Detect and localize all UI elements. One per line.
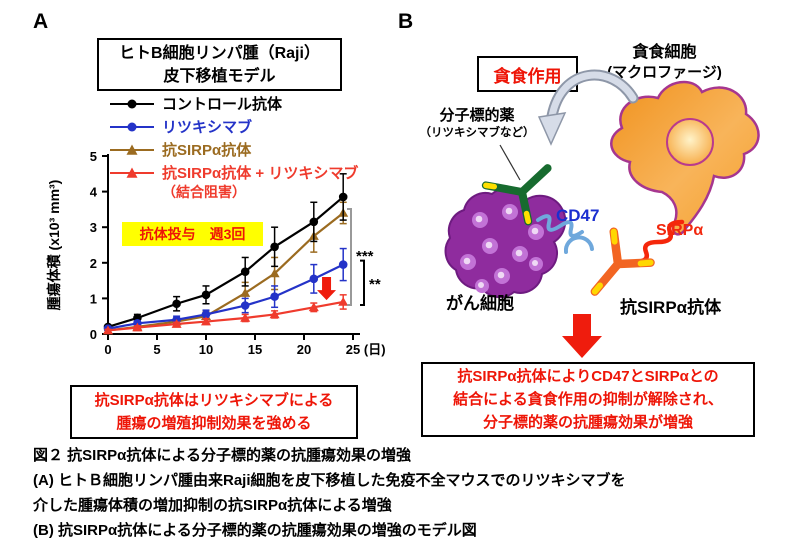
sirpa-label: SIRPα [656, 222, 704, 239]
macrophage-icon [610, 80, 760, 236]
outcome-line3: 分子標的薬の抗腫瘍効果が増強 [482, 414, 693, 431]
cd47-label: CD47 [556, 206, 600, 225]
targeted-drug-label: 分子標的薬 （リツキシマブなど） [412, 106, 542, 141]
panel-a-title-box: ヒトB細胞リンパ腫（Raji） 皮下移植モデル [97, 38, 342, 91]
svg-text:1: 1 [90, 291, 97, 306]
legend-symbol-icon [110, 167, 154, 178]
panel-a-title-line2: 皮下移植モデル [163, 67, 276, 85]
panel-b-label: B [398, 10, 414, 33]
svg-text:10: 10 [199, 342, 213, 357]
mechanism-diagram [444, 69, 760, 358]
cancer-cell-label: がん細胞 [446, 294, 514, 313]
anti-sirpa-antibody-label: 抗SIRPα抗体 [620, 298, 722, 317]
caption-line-3: 介した腫瘍体積の増加抑制の抗SIRPα抗体による増強 [33, 497, 392, 514]
legend-label: コントロール抗体 [162, 96, 283, 113]
panel-a-conclusion-box: 抗SIRPα抗体はリツキシマブによる 腫瘍の増殖抑制効果を強める [70, 385, 358, 439]
legend-symbol-icon [110, 122, 154, 131]
outcome-line1: 抗SIRPα抗体によりCD47とSIRPαとの [457, 368, 719, 385]
panel-a-title-line1: ヒトB細胞リンパ腫（Raji） [119, 44, 320, 62]
legend-item-control: コントロール抗体 [110, 92, 358, 115]
cd47-icon [536, 214, 594, 254]
svg-text:0: 0 [104, 342, 111, 357]
svg-text:20: 20 [297, 342, 311, 357]
legend-item-combo: 抗SIRPα抗体 + リツキシマブ [110, 161, 358, 184]
macrophage-label-line1: 貪食細胞 [632, 44, 697, 61]
caption-line-1: 図２ 抗SIRPα抗体による分子標的薬の抗腫瘍効果の増強 [33, 447, 411, 464]
legend-item-anti-sirpa: 抗SIRPα抗体 [110, 138, 358, 161]
targeted-drug-name: 分子標的薬 [439, 107, 515, 124]
chart-decrease-arrow-icon [317, 277, 337, 301]
svg-text:5: 5 [153, 342, 160, 357]
conclusion-line1: 抗SIRPα抗体はリツキシマブによる [94, 392, 334, 409]
svg-text:25: 25 [346, 342, 360, 357]
caption-line-2: (A) ヒトＢ細胞リンパ腫由来Raji細胞を皮下移植した免疫不全マウスでのリツキ… [33, 472, 626, 489]
svg-text:0: 0 [90, 327, 97, 342]
macrophage-label: 貪食細胞 (マクロファージ) [597, 42, 732, 83]
svg-text:3: 3 [90, 220, 97, 235]
svg-text:2: 2 [90, 256, 97, 271]
cancer-cells-icon [444, 187, 567, 299]
drug-antibody-icon [481, 164, 552, 226]
pointer-line [499, 144, 521, 181]
legend-item-rituximab: リツキシマブ [110, 115, 358, 138]
legend-label: 抗SIRPα抗体 [162, 142, 252, 159]
conclusion-line2: 腫瘍の増殖抑制効果を強める [116, 415, 312, 432]
legend-sublabel: （結合阻害） [162, 184, 246, 200]
outcome-line2: 結合による貪食作用の抑制が解除され、 [453, 391, 723, 408]
macrophage-label-line2: (マクロファージ) [607, 64, 722, 81]
panel-b-outcome-box: 抗SIRPα抗体によりCD47とSIRPαとの 結合による貪食作用の抑制が解除さ… [421, 362, 755, 437]
svg-text:15: 15 [248, 342, 262, 357]
svg-text:(日): (日) [364, 342, 386, 357]
dose-note-highlight: 抗体投与 週3回 [122, 222, 263, 246]
anti-sirpa-antibody-icon [590, 227, 655, 296]
sirpa-icon [625, 219, 685, 267]
caption-line-4: (B) 抗SIRPα抗体による分子標的薬の抗腫瘍効果の増強のモデル図 [33, 522, 477, 539]
panel-a-label: A [33, 10, 49, 33]
enhancement-arrow-icon [562, 314, 602, 358]
svg-text:5: 5 [90, 149, 97, 164]
legend-label: リツキシマブ [162, 119, 253, 136]
legend-symbol-icon [110, 99, 154, 108]
chart-legend: コントロール抗体 リツキシマブ 抗SIRPα抗体 抗SIRPα抗体 + リツキシ… [110, 92, 358, 201]
legend-label: 抗SIRPα抗体 + リツキシマブ [162, 165, 359, 182]
phagocytosis-arrow-icon [537, 69, 639, 146]
svg-text:**: ** [369, 276, 381, 293]
targeted-drug-subname: （リツキシマブなど） [419, 127, 535, 139]
legend-symbol-icon [110, 144, 154, 155]
macrophage-nucleus-icon [666, 118, 714, 166]
svg-text:4: 4 [90, 185, 98, 200]
